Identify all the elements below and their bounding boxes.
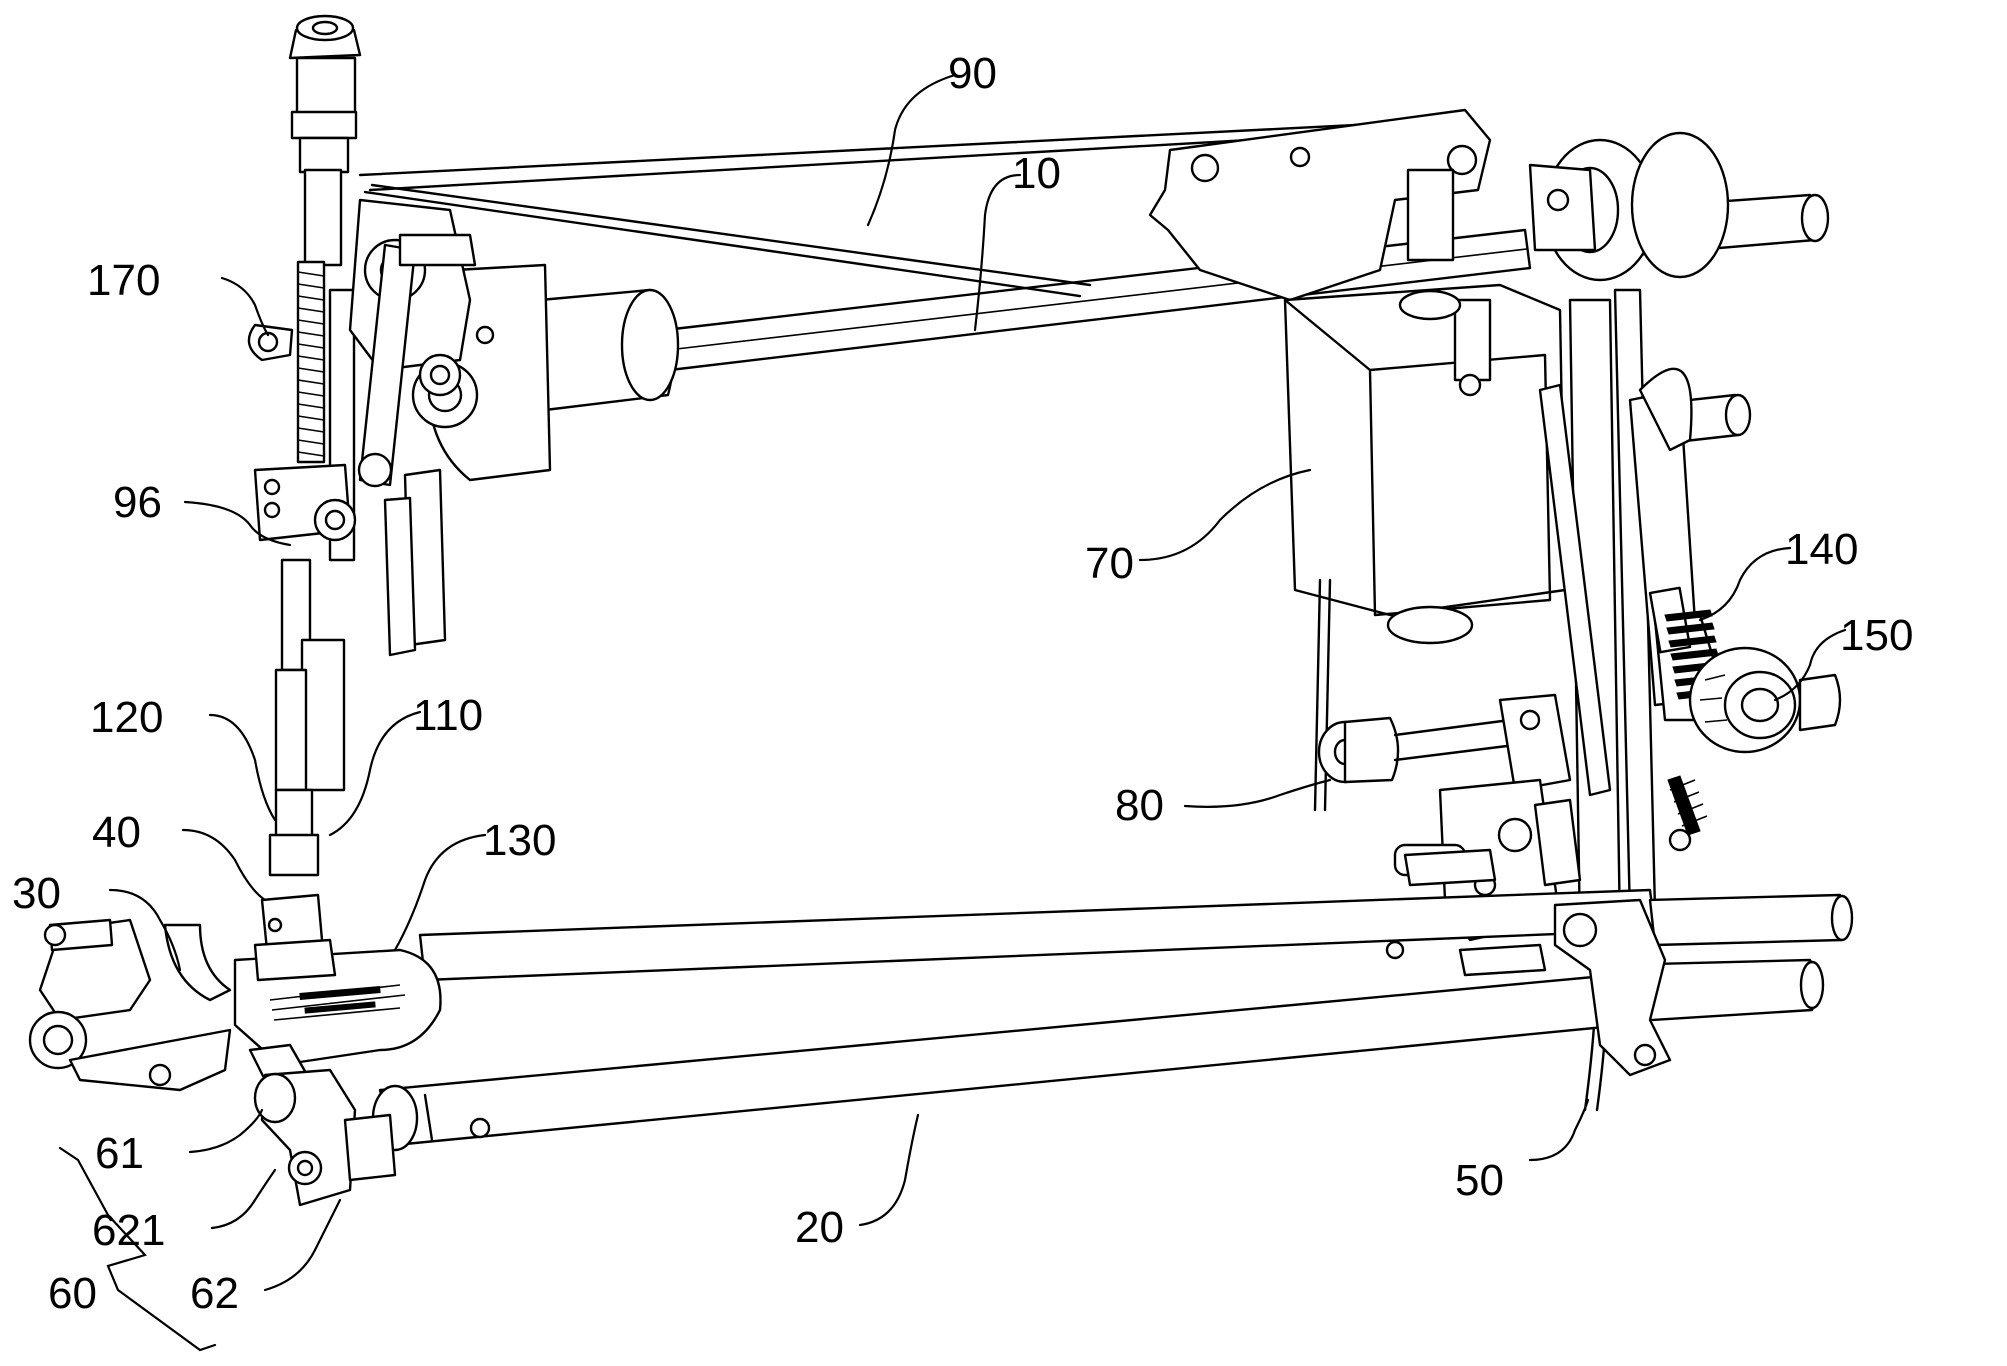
label-10: 10 [1012,149,1061,198]
label-120: 120 [90,693,163,742]
label-96: 96 [113,478,162,527]
label-140: 140 [1785,525,1858,574]
leader-lines [58,73,1847,1352]
label-60: 60 [48,1269,97,1318]
label-61: 61 [95,1129,144,1178]
take-up-mechanism [348,198,477,657]
label-50: 50 [1455,1156,1504,1205]
label-621: 621 [92,1206,165,1255]
reference-numerals: 90 10 170 96 70 140 150 120 110 130 40 3… [12,49,1913,1318]
label-70: 70 [1085,539,1134,588]
front-left-bracket [253,1068,397,1207]
label-80: 80 [1115,781,1164,830]
tension-assembly [1648,586,1842,852]
label-110: 110 [413,691,483,740]
hook-assembly [28,893,442,1102]
lower-front-shaft [418,848,1854,982]
label-170: 170 [87,256,160,305]
label-40: 40 [92,808,141,857]
needle-bar-assembly [247,14,362,877]
right-lower-coupling [1458,898,1672,1077]
label-150: 150 [1840,611,1913,660]
label-20: 20 [795,1203,844,1252]
adjust-knob [1688,646,1842,754]
label-130: 130 [483,816,556,865]
label-90: 90 [948,49,997,98]
label-30: 30 [12,869,61,918]
control-box [1148,108,1567,812]
label-62: 62 [190,1269,239,1318]
